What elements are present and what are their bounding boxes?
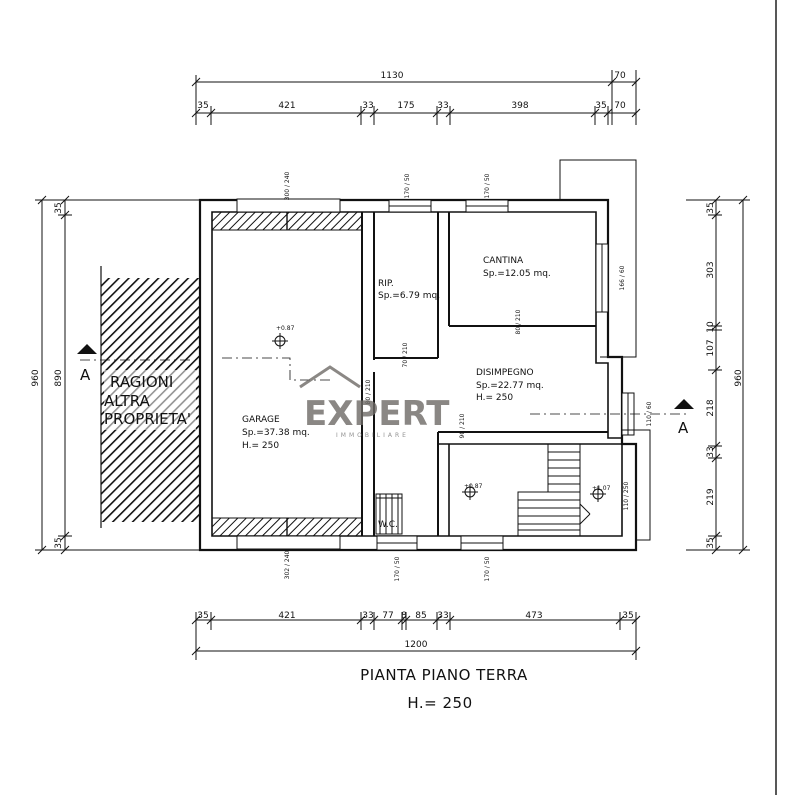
right-part-3: 10 (706, 321, 716, 333)
neighbor-label-line3: PROPRIETA' (104, 410, 191, 428)
drawing-title: PIANTA PIANO TERRA (360, 666, 528, 684)
top-part-4: 175 (397, 101, 414, 111)
right-part-7: 219 (706, 488, 716, 505)
left-small-bottom: 35 (54, 537, 64, 548)
watermark-logo: EXPERT IMMOBILIARE (299, 365, 450, 439)
top-part-1: 35 (197, 101, 208, 111)
section-marker-right-arrow (674, 399, 694, 409)
bottom-part-5: 8 (401, 611, 407, 621)
watermark-sub: IMMOBILIARE (336, 432, 409, 439)
top-part-2: 421 (278, 101, 295, 111)
opening-rip-door: 70 / 210 (402, 342, 409, 367)
bottom-dimension-lines (191, 612, 641, 660)
opening-rip-top: 170 / 50 (404, 173, 411, 198)
opening-cantina-right: 166 / 60 (619, 265, 626, 290)
opening-garage-top: 300 / 240 (284, 171, 291, 200)
opening-bottom-right: 170 / 50 (484, 556, 491, 581)
bottom-part-7: 33 (437, 611, 448, 621)
wc-fixtures (375, 493, 403, 535)
bottom-part-6: 85 (415, 611, 426, 621)
left-inner-label: 890 (54, 369, 64, 386)
room-cantina-area: Sp.=12.05 mq. (483, 269, 551, 279)
room-garage-name: GARAGE (242, 415, 280, 425)
room-disimpegno-height: H.= 250 (476, 393, 513, 403)
right-part-2: 303 (706, 261, 716, 278)
top-part-6: 398 (511, 101, 528, 111)
top-total-label: 1130 (381, 71, 404, 81)
drawing-height-note: H.= 250 (407, 694, 472, 712)
opening-stair-right: 110 / 250 (623, 481, 630, 510)
room-disimpegno-area: Sp.=22.77 mq. (476, 381, 544, 391)
level-garage: +0.87 (276, 325, 295, 332)
room-cantina-name: CANTINA (483, 256, 524, 266)
opening-stair-door: 90 / 210 (459, 413, 466, 438)
level-landing: +1.07 (592, 485, 611, 492)
bottom-total-label: 1200 (405, 640, 428, 650)
top-part-7: 35 (595, 101, 606, 111)
room-rip-name: RIP. (378, 279, 394, 289)
opening-garage-door: 80 / 210 (365, 379, 372, 404)
opening-cantina-door: 80 / 210 (515, 309, 522, 334)
section-marker-right-label: A (678, 419, 689, 437)
top-dimension-lines (191, 70, 641, 125)
left-small-top: 35 (54, 202, 64, 213)
section-marker-left-label: A (80, 366, 91, 384)
right-part-1: 35 (706, 202, 716, 213)
left-dimension-lines (35, 195, 200, 555)
right-total-label: 960 (734, 369, 744, 386)
top-part-8: 70 (614, 101, 626, 111)
opening-disimpegno-right: 110 / 60 (646, 401, 653, 426)
stair-tower-outline (559, 159, 637, 358)
garage-opening-top (236, 198, 341, 213)
room-disimpegno-name: DISIMPEGNO (476, 368, 534, 378)
bottom-part-3: 33 (362, 611, 373, 621)
neighbor-label-bg (104, 370, 196, 430)
bottom-part-2: 421 (278, 611, 295, 621)
opening-garage-bottom: 302 / 240 (284, 550, 291, 579)
building-walls (198, 198, 638, 552)
top-part-5: 33 (437, 101, 448, 111)
level-stair: +0.87 (464, 483, 483, 490)
bottom-part-9: 35 (622, 611, 633, 621)
bottom-part-1: 35 (197, 611, 208, 621)
opening-cantina-top: 170 / 50 (484, 173, 491, 198)
right-part-5: 218 (706, 399, 716, 416)
room-garage-height: H.= 250 (242, 441, 279, 451)
opening-bottom-left: 170 / 50 (394, 556, 401, 581)
window-sills (377, 205, 629, 544)
left-outer-label: 960 (31, 369, 41, 386)
stair-side-landing (622, 429, 651, 541)
right-part-6: 33 (706, 446, 716, 457)
neighbor-label-line1: RAGIONI (110, 373, 173, 391)
right-part-4: 107 (706, 339, 716, 356)
right-part-8: 35 (706, 537, 716, 548)
room-rip-area: Sp.=6.79 mq. (378, 291, 440, 301)
bottom-part-8: 473 (525, 611, 542, 621)
watermark-brand: EXPERT (304, 394, 450, 434)
bottom-part-4: 77 (382, 611, 393, 621)
staircase (517, 444, 591, 537)
section-marker-left-arrow (77, 344, 97, 354)
top-extra-label: 70 (614, 71, 626, 81)
room-wc-label: W.C. (378, 520, 398, 530)
right-dimension-lines (686, 195, 750, 555)
neighbor-label-line2: ALTRA (104, 392, 151, 410)
room-garage-area: Sp.=37.38 mq. (242, 428, 310, 438)
level-markers (272, 333, 606, 502)
garage-opening-bottom (236, 535, 341, 550)
top-part-3: 33 (362, 101, 373, 111)
